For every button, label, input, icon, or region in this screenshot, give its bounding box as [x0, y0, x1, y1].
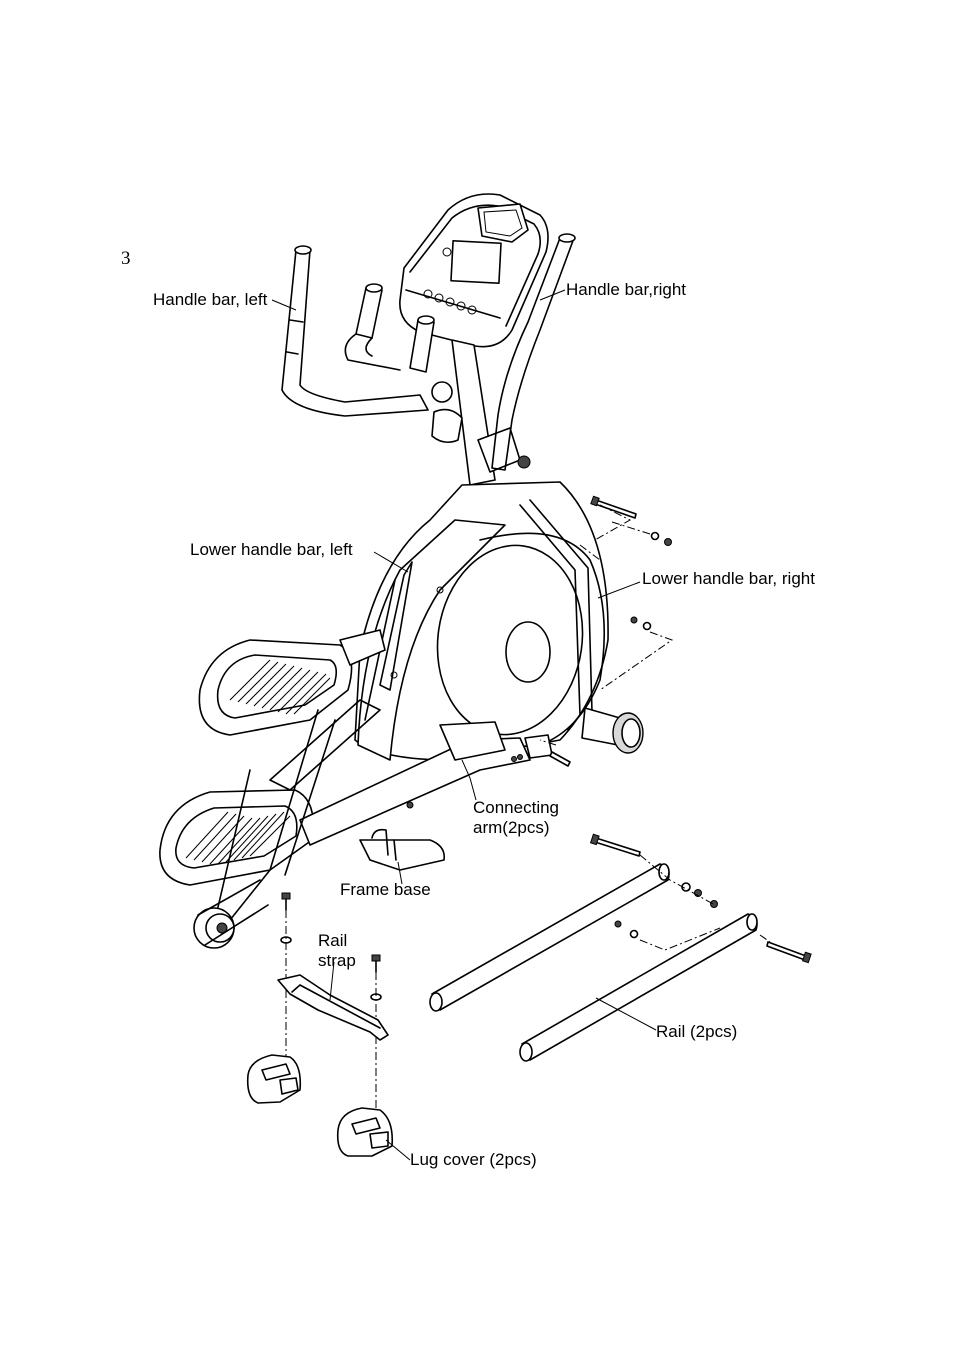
- label-lower-handle-bar-right: Lower handle bar, right: [642, 569, 815, 589]
- label-rail: Rail (2pcs): [656, 1022, 737, 1042]
- label-frame-base: Frame base: [340, 880, 431, 900]
- main-housing: [355, 482, 608, 760]
- label-handle-bar-right: Handle bar,right: [566, 280, 686, 300]
- mast: [432, 340, 530, 485]
- label-handle-bar-left: Handle bar, left: [153, 290, 267, 310]
- rail-tubes: [430, 834, 811, 1061]
- lug-cover-2: [338, 1108, 393, 1156]
- step-number: 3: [121, 248, 131, 270]
- label-lug-cover: Lug cover (2pcs): [410, 1150, 537, 1170]
- lug-cover-1: [248, 1055, 301, 1103]
- label-connecting-arm-line1: Connecting: [473, 798, 559, 818]
- label-rail-strap-line2: strap: [318, 951, 356, 971]
- label-rail-strap-line1: Rail: [318, 931, 347, 951]
- label-lower-handle-bar-left: Lower handle bar, left: [190, 540, 353, 560]
- adjustment-knob: [582, 708, 643, 753]
- label-connecting-arm-line2: arm(2pcs): [473, 818, 550, 838]
